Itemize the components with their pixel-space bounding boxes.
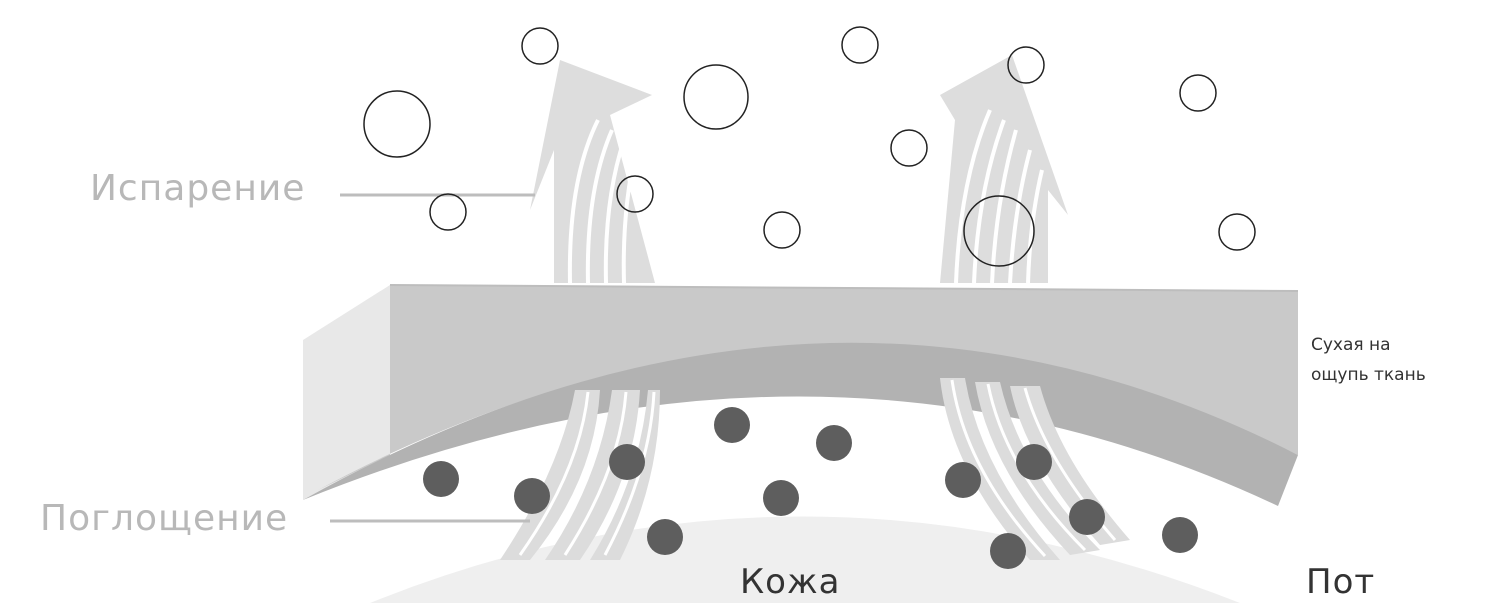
vapor-bubbles <box>364 27 1255 266</box>
sweat-drop-icon <box>1016 444 1052 480</box>
absorption-label: Поглощение <box>40 498 288 539</box>
sweat-drop-icon <box>945 462 981 498</box>
vapor-bubble-icon <box>891 130 927 166</box>
vapor-bubble-icon <box>684 65 748 129</box>
sweat-drop-icon <box>1162 517 1198 553</box>
sweat-drop-icon <box>714 407 750 443</box>
sweat-drop-icon <box>816 425 852 461</box>
sweat-drop-icon <box>609 444 645 480</box>
sweat-drop-icon <box>514 478 550 514</box>
vapor-bubble-icon <box>1180 75 1216 111</box>
sweat-drop-icon <box>647 519 683 555</box>
fabric-label-line1: Сухая на <box>1311 330 1426 360</box>
sweat-drop-icon <box>1069 499 1105 535</box>
vapor-bubble-icon <box>430 194 466 230</box>
sweat-drop-icon <box>990 533 1026 569</box>
sweat-label: Пот <box>1306 562 1375 602</box>
vapor-bubble-icon <box>522 28 558 64</box>
evaporation-arrow-icon <box>530 60 655 283</box>
fabric-label: Сухая на ощупь ткань <box>1311 330 1426 390</box>
vapor-bubble-icon <box>842 27 878 63</box>
vapor-bubble-icon <box>764 212 800 248</box>
fabric-label-line2: ощупь ткань <box>1311 360 1426 390</box>
sweat-drop-icon <box>423 461 459 497</box>
vapor-bubble-icon <box>364 91 430 157</box>
skin-label: Кожа <box>740 562 840 602</box>
evaporation-label: Испарение <box>90 168 305 209</box>
vapor-bubble-icon <box>1219 214 1255 250</box>
sweat-drop-icon <box>763 480 799 516</box>
